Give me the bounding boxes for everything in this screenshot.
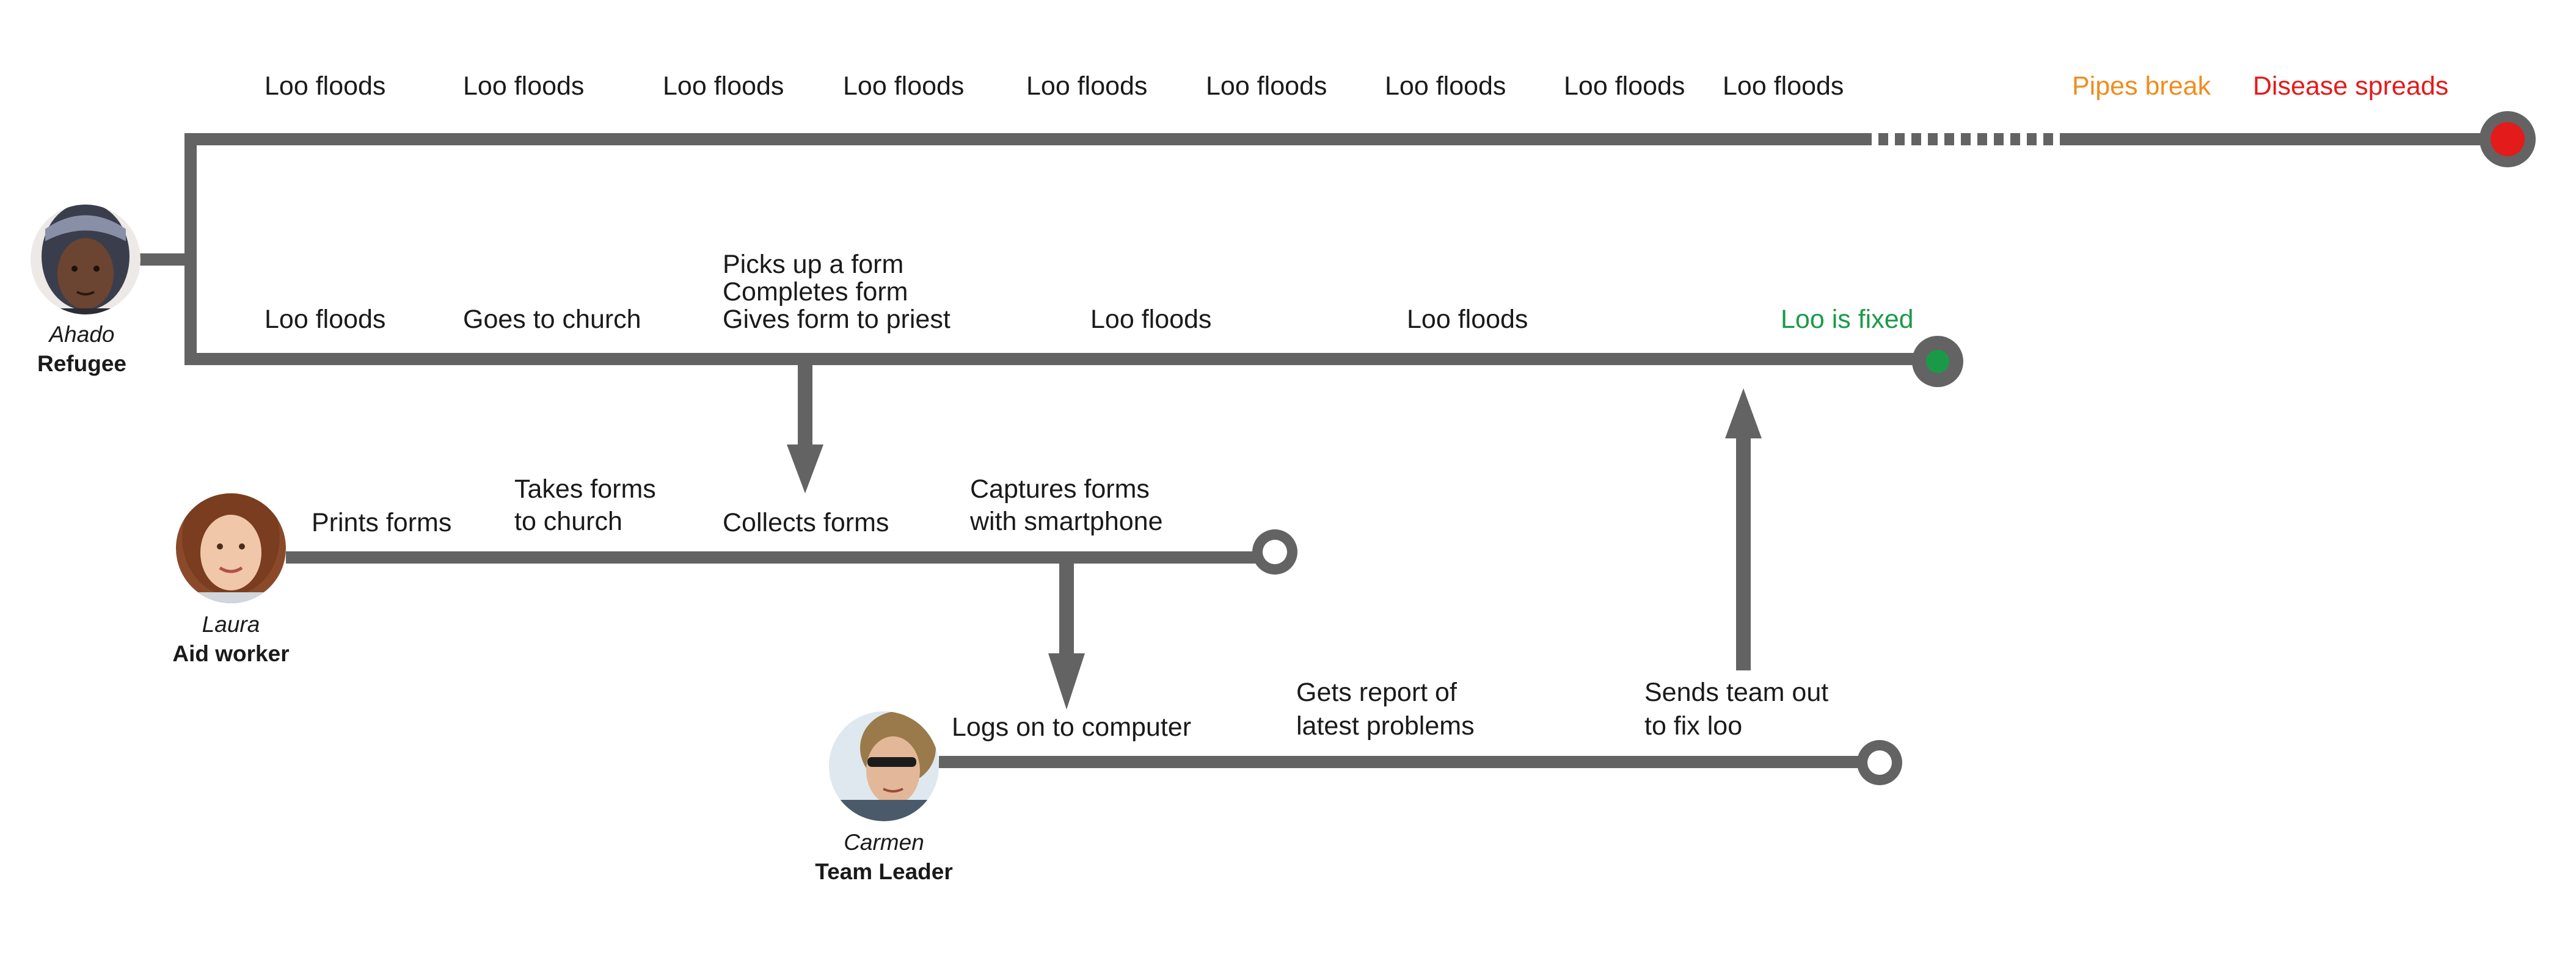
end-node-leader: [1857, 740, 1902, 785]
end-node-loo-fixed: [1912, 336, 1963, 387]
top-step-label: Loo floods: [663, 71, 784, 101]
arrow-leader-to-fix: [1725, 388, 1762, 670]
timeline-refugee-labels: Loo floods Goes to church Picks up a for…: [265, 250, 1914, 334]
refugee-loo-floods-label: Loo floods: [1407, 305, 1528, 334]
arrow-form-to-aid: [787, 365, 823, 493]
logs-on-label: Logs on to computer: [952, 713, 1191, 742]
laura-name: Laura: [202, 612, 260, 637]
timeline-top-labels: Loo floods Loo floods Loo floods Loo flo…: [265, 71, 2448, 101]
top-step-label: Loo floods: [265, 71, 385, 101]
captures-forms-label: Captures forms: [970, 474, 1150, 504]
avatar-laura: [176, 493, 286, 603]
collects-forms-label: Collects forms: [723, 508, 889, 537]
top-step-label: Loo floods: [1385, 71, 1506, 101]
top-step-label: Loo floods: [1723, 71, 1844, 101]
captures-forms-label: with smartphone: [969, 507, 1163, 536]
takes-forms-label: to church: [514, 507, 622, 536]
arrow-aid-to-leader: [1048, 563, 1085, 709]
goes-to-church-label: Goes to church: [463, 305, 641, 334]
avatar-carmen: [829, 711, 939, 821]
prints-forms-label: Prints forms: [312, 508, 451, 537]
top-step-label: Loo floods: [1026, 71, 1147, 101]
avatar-ahado: [31, 205, 140, 314]
takes-forms-label: Takes forms: [514, 474, 656, 504]
timeline-leader-labels: Logs on to computer Gets report of lates…: [952, 678, 1828, 742]
journey-lines: [137, 133, 2486, 768]
sends-team-label: to fix loo: [1644, 711, 1742, 741]
sends-team-label: Sends team out: [1644, 678, 1828, 707]
gets-report-label: Gets report of: [1296, 678, 1458, 707]
ahado-name: Ahado: [48, 322, 115, 347]
pipes-break-label: Pipes break: [2072, 71, 2211, 101]
top-step-label: Loo floods: [843, 71, 964, 101]
top-step-label: Loo floods: [1206, 71, 1327, 101]
loo-is-fixed-label: Loo is fixed: [1781, 305, 1914, 334]
bad-end-dot: [2490, 122, 2525, 156]
ahado-role: Refugee: [37, 351, 126, 376]
good-end-dot: [1926, 350, 1949, 373]
gets-report-label: latest problems: [1296, 711, 1475, 741]
end-node-disease: [2479, 111, 2536, 167]
top-step-label: Loo floods: [463, 71, 584, 101]
laura-role: Aid worker: [172, 641, 289, 666]
refugee-loo-floods-label: Loo floods: [1090, 305, 1211, 334]
picks-up-form-label: Picks up a form: [723, 250, 903, 279]
carmen-name: Carmen: [844, 830, 924, 855]
disease-spreads-label: Disease spreads: [2253, 71, 2448, 101]
carmen-role: Team Leader: [815, 859, 953, 884]
refugee-loo-floods-label: Loo floods: [265, 305, 385, 334]
timeline-aid-labels: Prints forms Takes forms to church Colle…: [312, 474, 1163, 537]
completes-form-label: Completes form: [723, 277, 908, 307]
end-node-aid: [1252, 529, 1297, 575]
gives-form-label: Gives form to priest: [723, 305, 950, 334]
top-step-label: Loo floods: [1564, 71, 1685, 101]
